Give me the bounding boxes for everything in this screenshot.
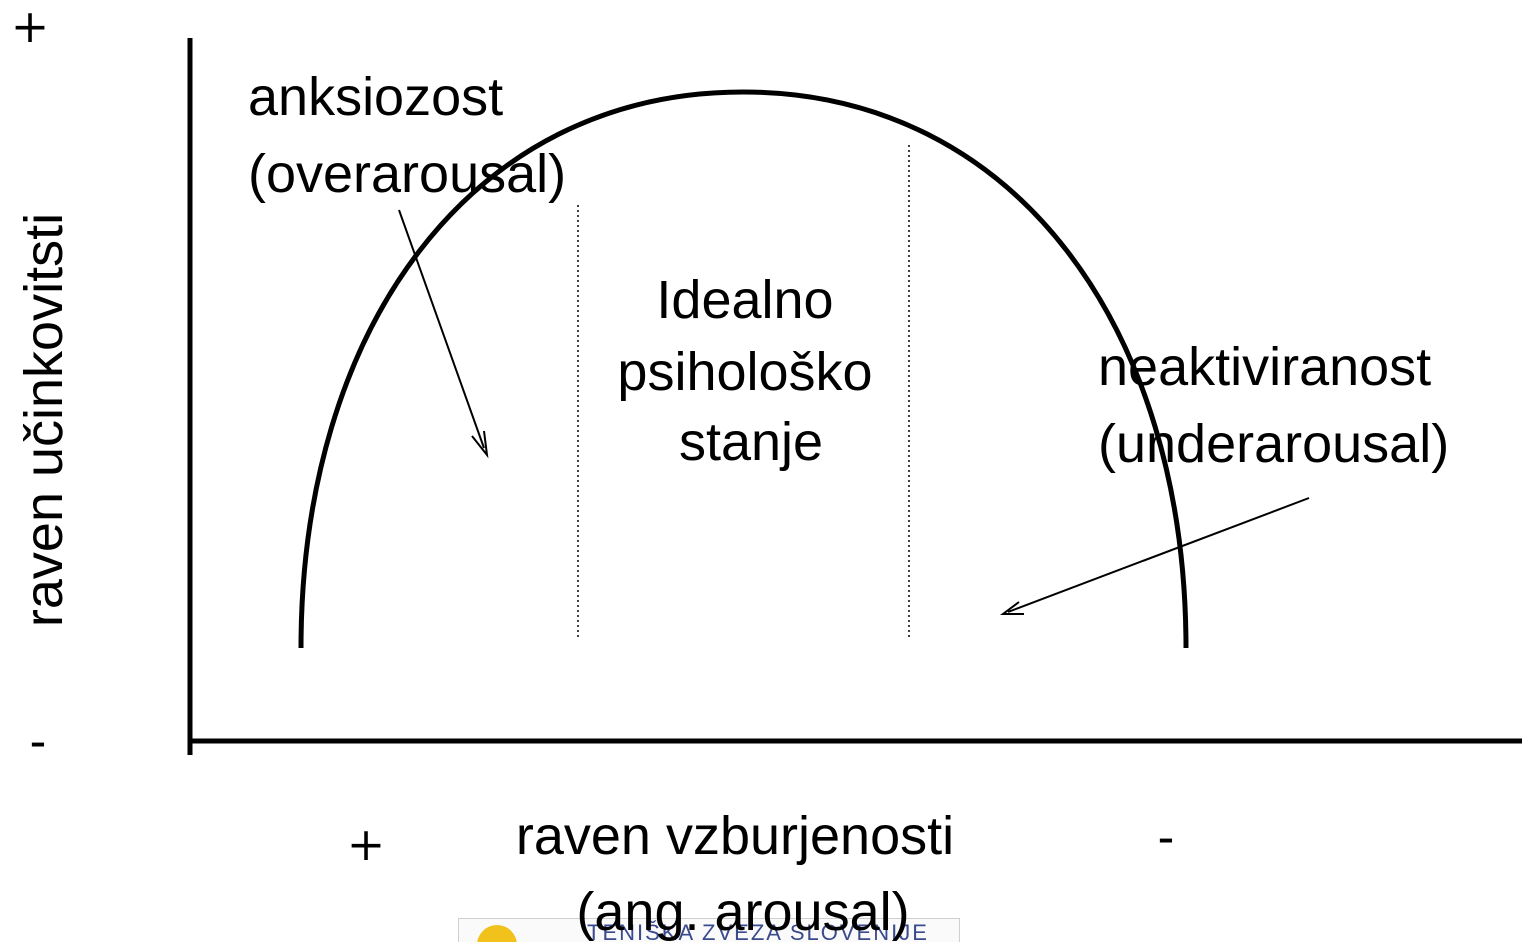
x-axis-label-line1: raven vzburjenosti	[516, 806, 954, 866]
x-axis-plus-symbol: +	[347, 817, 386, 871]
x-axis-minus-symbol: -	[1158, 809, 1175, 865]
x-axis-label-line2: (ang. arousal)	[576, 882, 909, 941]
y-axis-plus-symbol: +	[11, 0, 50, 53]
anxiety-arrow	[398, 209, 489, 459]
tennis-federation-logo: TENIŠKA ZVEZA SLOVENIJE	[458, 918, 960, 942]
underarousal-label: (underarousal)	[1098, 414, 1449, 474]
y-axis-minus-symbol: -	[30, 713, 47, 769]
logo-sun-icon	[477, 925, 517, 942]
anxiety-label: anksiozost	[248, 67, 503, 127]
overarousal-label: (overarousal)	[248, 144, 566, 204]
ideal-state-line3: stanje	[679, 412, 823, 472]
inactivation-label: neaktiviranost	[1098, 337, 1431, 397]
ideal-state-line1: Idealno	[656, 270, 833, 330]
performance-curve	[298, 89, 1189, 649]
ideal-state-line2: psihološko	[617, 342, 872, 402]
underarousal-arrow	[1000, 497, 1310, 615]
logo-text: TENIŠKA ZVEZA SLOVENIJE	[587, 920, 929, 942]
y-axis-label: raven učinkovitsti	[14, 213, 74, 627]
